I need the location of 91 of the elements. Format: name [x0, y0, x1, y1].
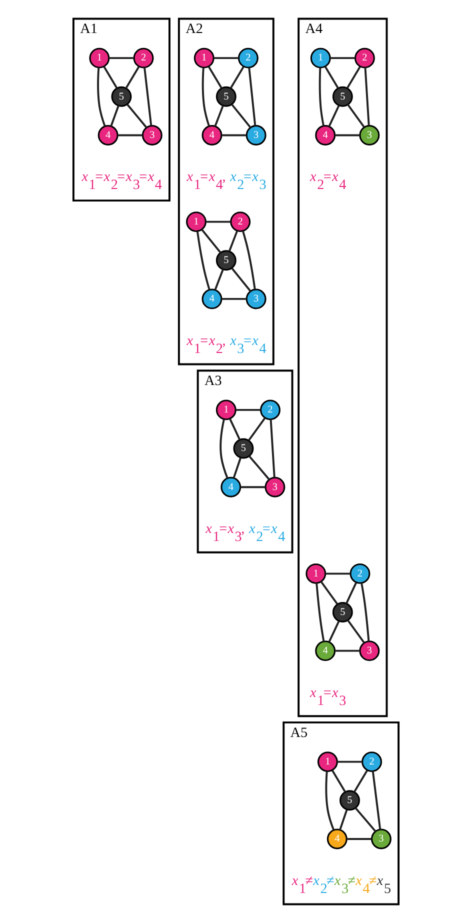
node-circle: 3 — [371, 828, 392, 850]
node-circle: 2 — [260, 400, 280, 420]
connector — [248, 455, 270, 480]
node-circle: 5 — [340, 790, 360, 811]
connector — [202, 68, 210, 126]
node-circle: 2 — [230, 212, 251, 232]
connector — [228, 230, 238, 252]
node-circle: 4 — [326, 828, 348, 850]
node-circle: 3 — [142, 124, 162, 146]
connector — [330, 57, 356, 60]
node-circle: 4 — [202, 124, 222, 146]
connector — [242, 230, 256, 290]
connector — [144, 67, 152, 126]
connector — [372, 771, 382, 830]
connector — [232, 458, 242, 478]
node-circle: 4 — [315, 124, 336, 146]
connector — [214, 105, 224, 127]
connector — [345, 582, 358, 604]
connector — [240, 486, 266, 488]
connector — [353, 770, 368, 793]
connector — [222, 298, 246, 300]
connector — [103, 66, 118, 89]
connector — [230, 66, 244, 89]
node-circle: 4 — [220, 476, 242, 498]
node-circle: 1 — [310, 48, 331, 68]
connector — [109, 57, 134, 60]
connector — [354, 807, 376, 832]
connector — [320, 581, 338, 605]
connector — [346, 66, 361, 89]
node-circle: 2 — [238, 48, 258, 68]
node-circle: 1 — [186, 212, 206, 232]
node-circle: 2 — [354, 48, 375, 68]
node-circle: 2 — [350, 563, 370, 584]
connector — [126, 104, 148, 128]
connector — [325, 771, 335, 830]
connector — [231, 268, 252, 292]
connector — [332, 770, 346, 793]
connector — [318, 68, 324, 126]
node-circle: 5 — [111, 86, 132, 107]
node-circle: 5 — [216, 86, 236, 107]
connector — [248, 67, 256, 126]
connector — [125, 66, 140, 89]
connector — [346, 838, 372, 840]
connector — [214, 269, 224, 290]
connector — [337, 760, 362, 763]
connector — [347, 104, 365, 128]
node-circle: 1 — [194, 48, 214, 68]
node-circle: 1 — [306, 563, 326, 584]
connector — [326, 572, 350, 575]
connector — [201, 229, 222, 254]
node-circle: 3 — [264, 476, 286, 498]
connector — [360, 582, 370, 642]
node-circle: 1 — [89, 48, 110, 68]
connector — [316, 583, 325, 642]
connector — [236, 408, 261, 411]
connector — [222, 134, 246, 136]
connector — [229, 418, 241, 440]
connector — [214, 57, 239, 60]
connector — [208, 66, 222, 89]
node-circle: 4 — [315, 640, 336, 662]
connector — [118, 134, 142, 136]
connector — [97, 68, 106, 126]
connector — [335, 134, 360, 136]
connector — [231, 104, 252, 128]
connector — [110, 105, 120, 127]
connector — [339, 809, 348, 830]
node-circle: 2 — [362, 752, 382, 772]
node-circle: 1 — [216, 400, 236, 420]
connector — [335, 650, 360, 652]
connector — [196, 231, 210, 290]
connector — [347, 620, 365, 644]
node-circle: 5 — [216, 250, 236, 271]
node-circle: 5 — [332, 602, 353, 622]
node-circle: 2 — [133, 48, 154, 68]
connector — [206, 220, 231, 223]
connector — [220, 419, 228, 478]
node-circle: 1 — [317, 752, 338, 772]
node-circle: 5 — [233, 438, 254, 459]
node-circle: 5 — [332, 86, 353, 107]
connector — [270, 419, 276, 478]
node-circle: 4 — [202, 288, 222, 310]
connector — [324, 66, 339, 89]
connector — [328, 105, 340, 127]
node-circle: 3 — [359, 640, 380, 662]
node-circle: 3 — [246, 288, 266, 310]
connector — [248, 417, 266, 441]
connector — [328, 620, 340, 643]
node-circle: 3 — [246, 124, 266, 146]
connector — [364, 67, 370, 126]
node-circle: 3 — [359, 124, 380, 146]
node-circle: 4 — [98, 124, 118, 146]
